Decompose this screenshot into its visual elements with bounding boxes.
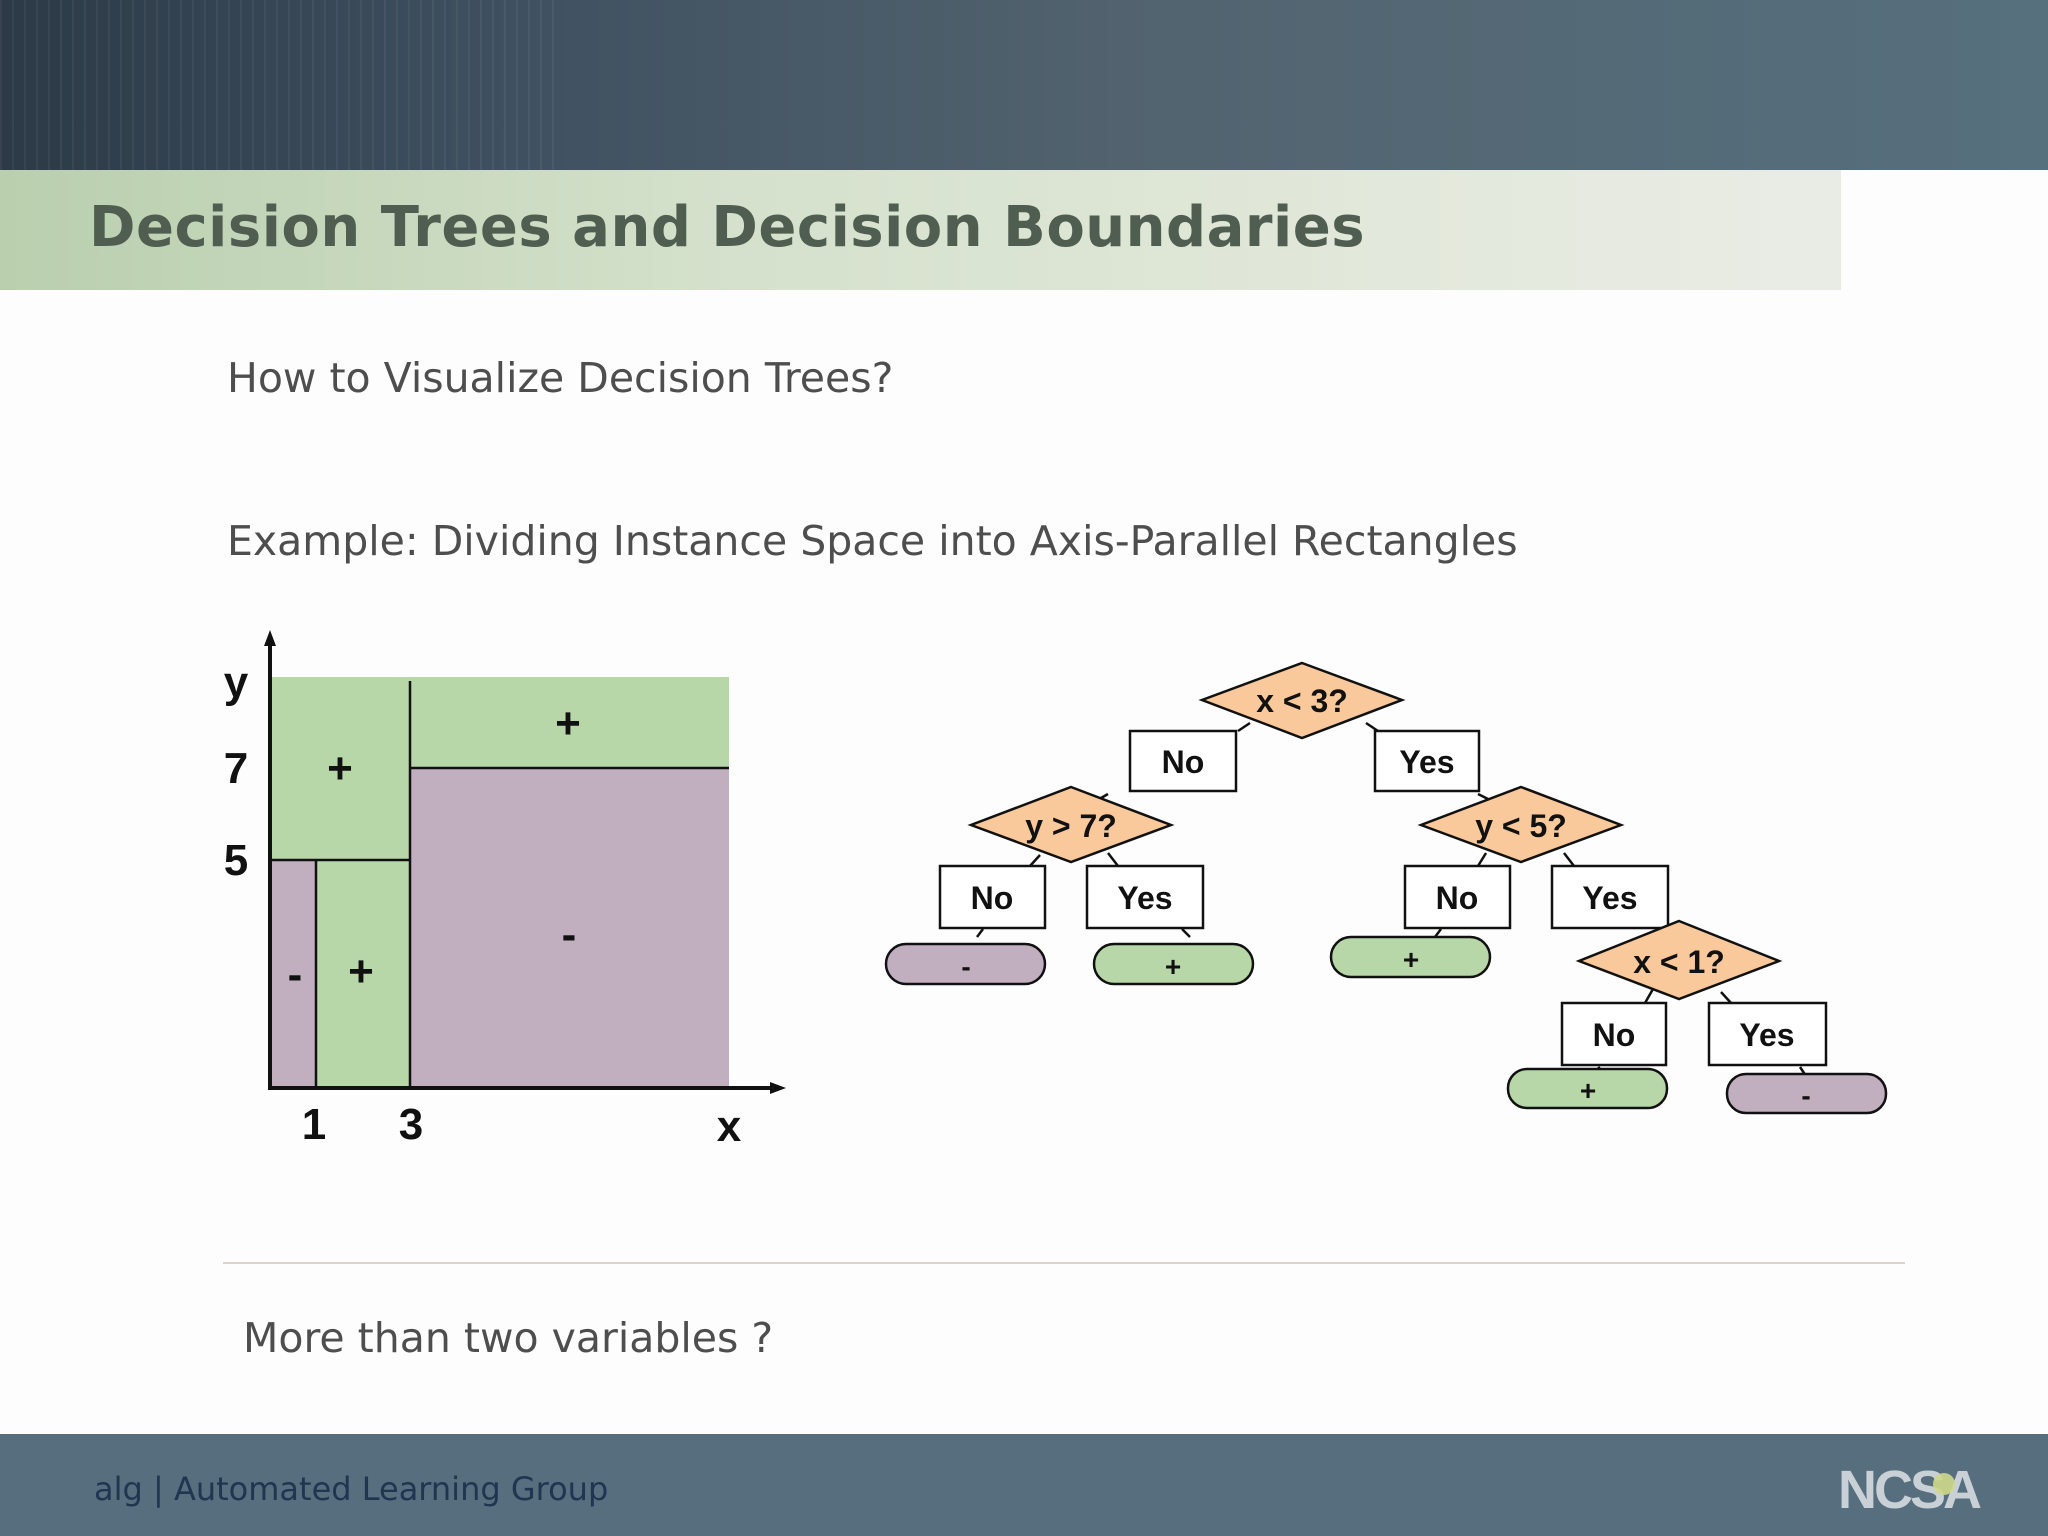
leaf-negative-deep (1725, 1072, 1888, 1115)
decision-text-left: y > 7? (1025, 808, 1117, 844)
followup-text: More than two variables ? (243, 1314, 774, 1362)
y-tick-7: 7 (224, 744, 248, 793)
decision-text-root: x < 3? (1256, 683, 1348, 719)
decision-node-right (1417, 785, 1625, 864)
region-right-negative (410, 768, 729, 1088)
y-tick-5: 5 (224, 836, 248, 885)
branch-box-deep-no (1560, 1001, 1668, 1067)
x-tick-1: 1 (302, 1100, 326, 1149)
decision-node-deep (1575, 919, 1783, 1001)
region-top-right (410, 677, 729, 768)
x-axis-label: x (717, 1102, 742, 1151)
leaf-positive-left (1092, 942, 1255, 986)
leaf-positive-right (1329, 935, 1492, 979)
decision-node-root (1198, 661, 1406, 740)
footer-text: alg | Automated Learning Group (94, 1470, 609, 1508)
branch-label-deep-no: No (1593, 1017, 1636, 1053)
x-tick-3: 3 (399, 1100, 423, 1149)
branch-label-root-yes: Yes (1399, 744, 1454, 780)
branch-label-left-yes: Yes (1117, 880, 1172, 916)
example-text: Example: Dividing Instance Space into Ax… (227, 517, 1518, 565)
leaf-label-positive-deep: + (1580, 1075, 1596, 1106)
branch-box-right-no (1403, 864, 1512, 930)
top-banner (0, 0, 2048, 170)
leaf-label-negative-deep: - (1801, 1080, 1810, 1111)
branch-box-left-no (938, 864, 1047, 930)
tree-edges (976, 721, 1808, 1077)
decision-text-right: y < 5? (1475, 808, 1567, 844)
y-axis-arrow (264, 630, 276, 646)
leaf-negative-left (884, 942, 1047, 986)
region-bottom-left-negative (270, 860, 316, 1088)
branch-box-right-yes (1550, 864, 1670, 930)
branch-label-right-no: No (1436, 880, 1479, 916)
region-top-left (270, 677, 410, 860)
leaf-positive-deep (1506, 1067, 1669, 1110)
branch-label-deep-yes: Yes (1739, 1017, 1794, 1053)
y-axis-label: y (224, 658, 249, 707)
branch-label-right-yes: Yes (1582, 880, 1637, 916)
leaf-label-negative-left: - (961, 951, 970, 982)
x-axis-arrow (770, 1082, 786, 1094)
branch-label-root-no: No (1162, 744, 1205, 780)
region-label-top-left: + (327, 744, 353, 793)
ncsa-logo: NCSA (1838, 1460, 1984, 1520)
slide-title: Decision Trees and Decision Boundaries (89, 195, 1366, 260)
region-label-right-negative: - (562, 910, 577, 959)
decision-node-left (967, 785, 1175, 864)
region-label-top-right: + (555, 699, 581, 748)
globe-icon (1933, 1473, 1955, 1495)
branch-box-root-yes (1373, 729, 1481, 793)
branch-box-deep-yes (1707, 1001, 1828, 1067)
banner-texture (0, 0, 560, 170)
leaf-label-positive-right: + (1403, 944, 1419, 975)
question-text: How to Visualize Decision Trees? (227, 354, 894, 402)
branch-box-root-no (1128, 729, 1238, 793)
region-label-bottom-left-positive: + (348, 947, 374, 996)
ncsa-logo-text: NCSA (1838, 1460, 1981, 1520)
title-band (0, 170, 1841, 290)
footer-bar (0, 1434, 2048, 1536)
branch-label-left-no: No (971, 880, 1014, 916)
content-divider (223, 1262, 1905, 1264)
decision-text-deep: x < 1? (1633, 944, 1725, 980)
region-bottom-left-positive (316, 860, 410, 1088)
leaf-label-positive-left: + (1165, 951, 1181, 982)
region-label-bottom-left-negative: - (288, 950, 303, 999)
branch-box-left-yes (1085, 864, 1205, 930)
